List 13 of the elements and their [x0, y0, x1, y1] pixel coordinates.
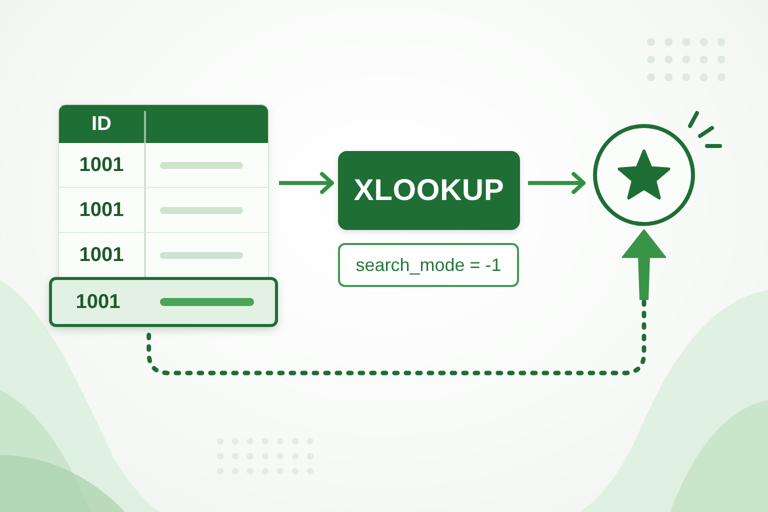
function-box	[338, 151, 520, 230]
highlighted-row	[49, 277, 278, 327]
id-value: 1001	[76, 290, 120, 314]
id-value: 1001	[79, 244, 124, 266]
id-value: 1001	[79, 198, 124, 222]
arrow	[528, 172, 586, 194]
function-name: XLOOKUP	[354, 174, 504, 208]
column-heading: ID	[92, 112, 112, 136]
arrow	[279, 172, 334, 194]
id-value: 1001	[79, 154, 124, 176]
parameter-text: search_mode = -1	[356, 254, 502, 276]
dashed-arrow	[146, 228, 667, 376]
parameter-box	[338, 243, 519, 287]
